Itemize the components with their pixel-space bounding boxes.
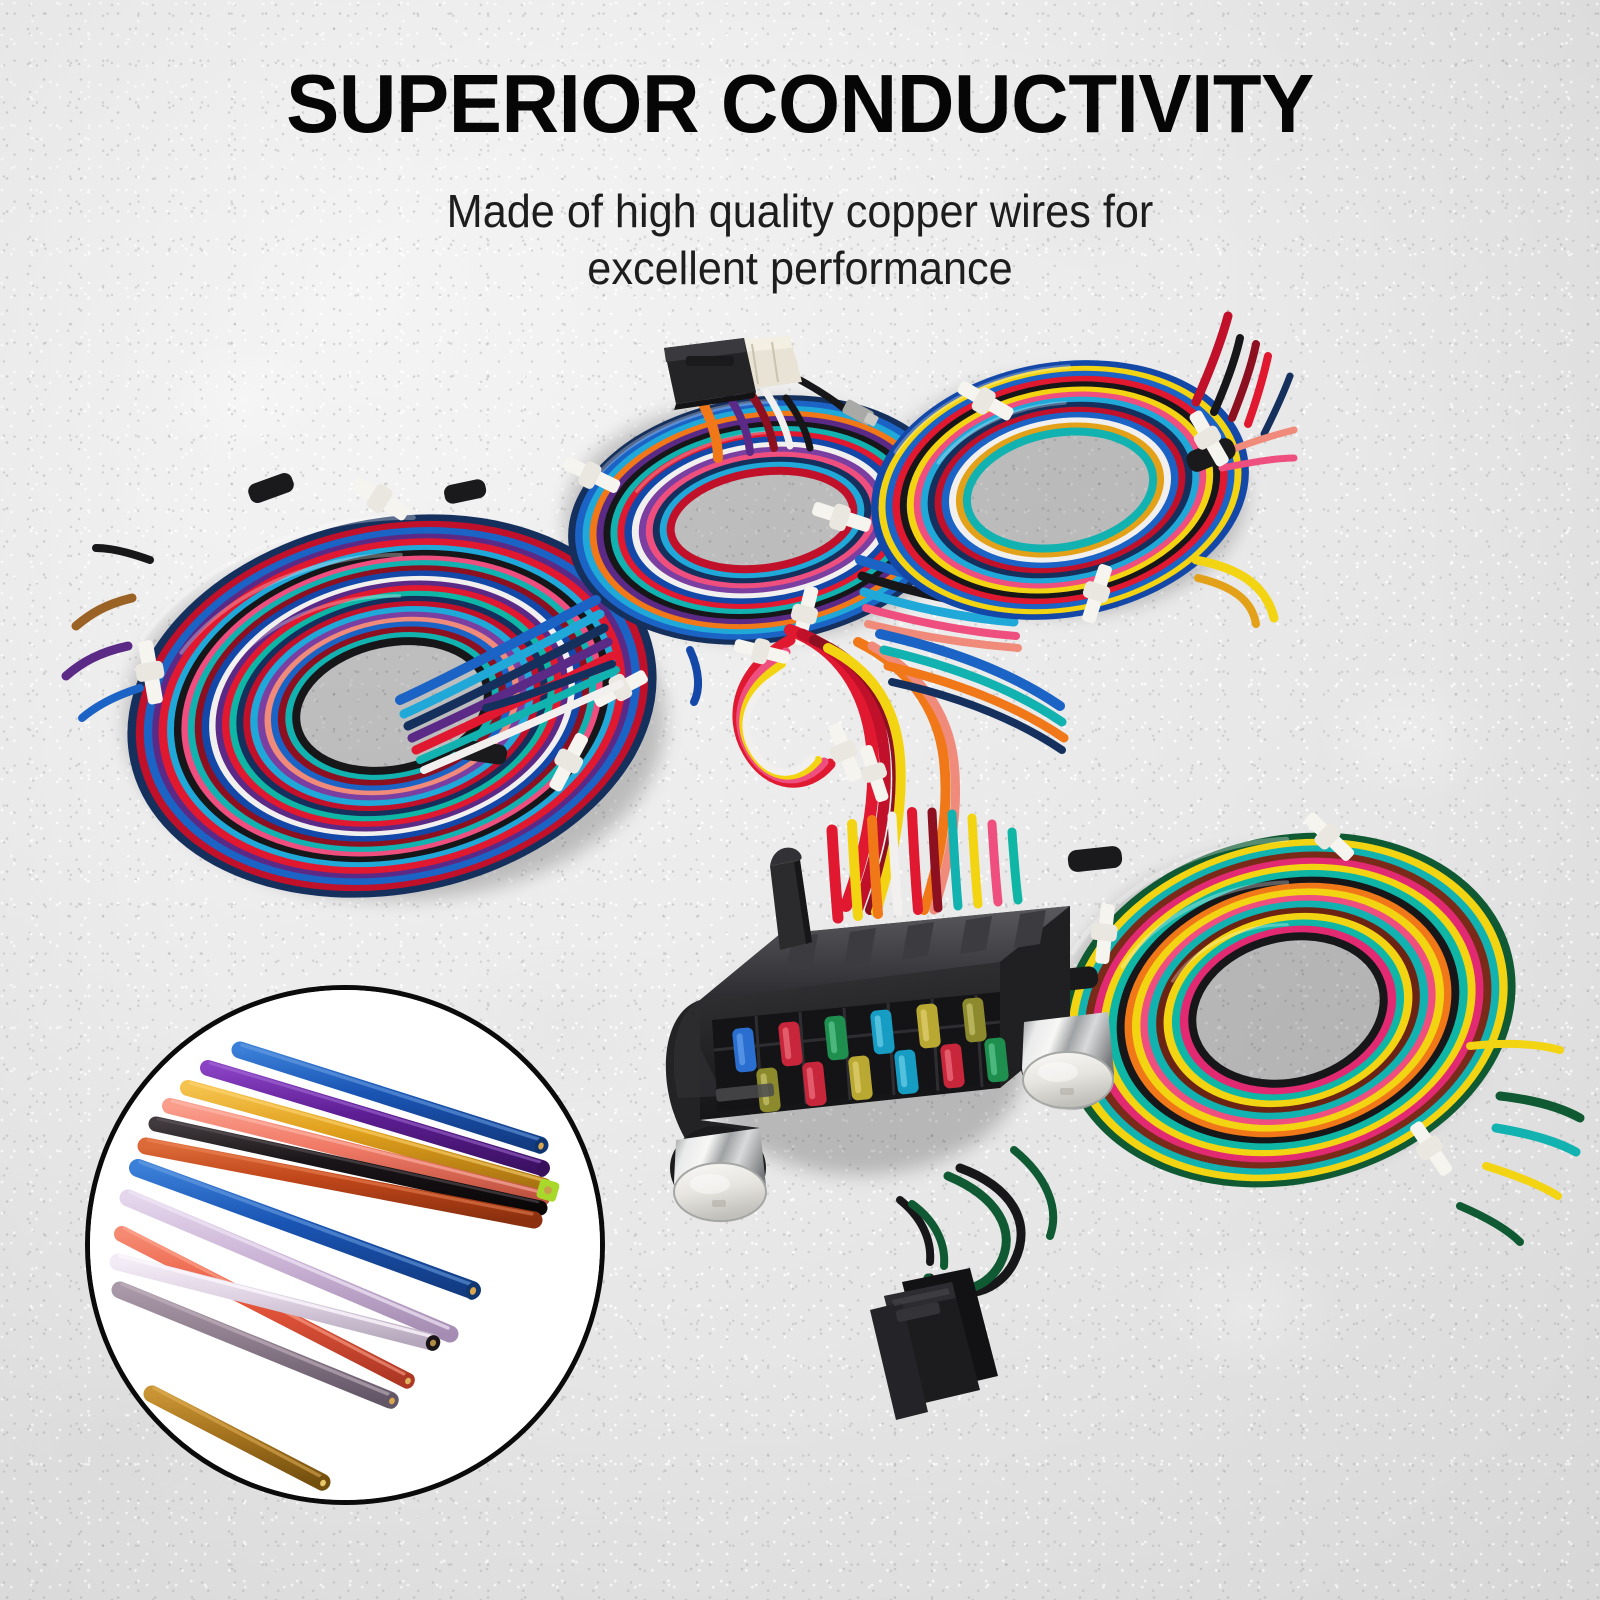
subtitle-line-1: Made of high quality copper wires for (446, 185, 1154, 237)
wire-closeup-inset (85, 985, 605, 1505)
subtitle-line-2: excellent performance (587, 242, 1013, 295)
page-title: SUPERIOR CONDUCTIVITY (286, 57, 1314, 150)
page-subtitle: Made of high quality copper wires for ex… (48, 183, 1552, 297)
